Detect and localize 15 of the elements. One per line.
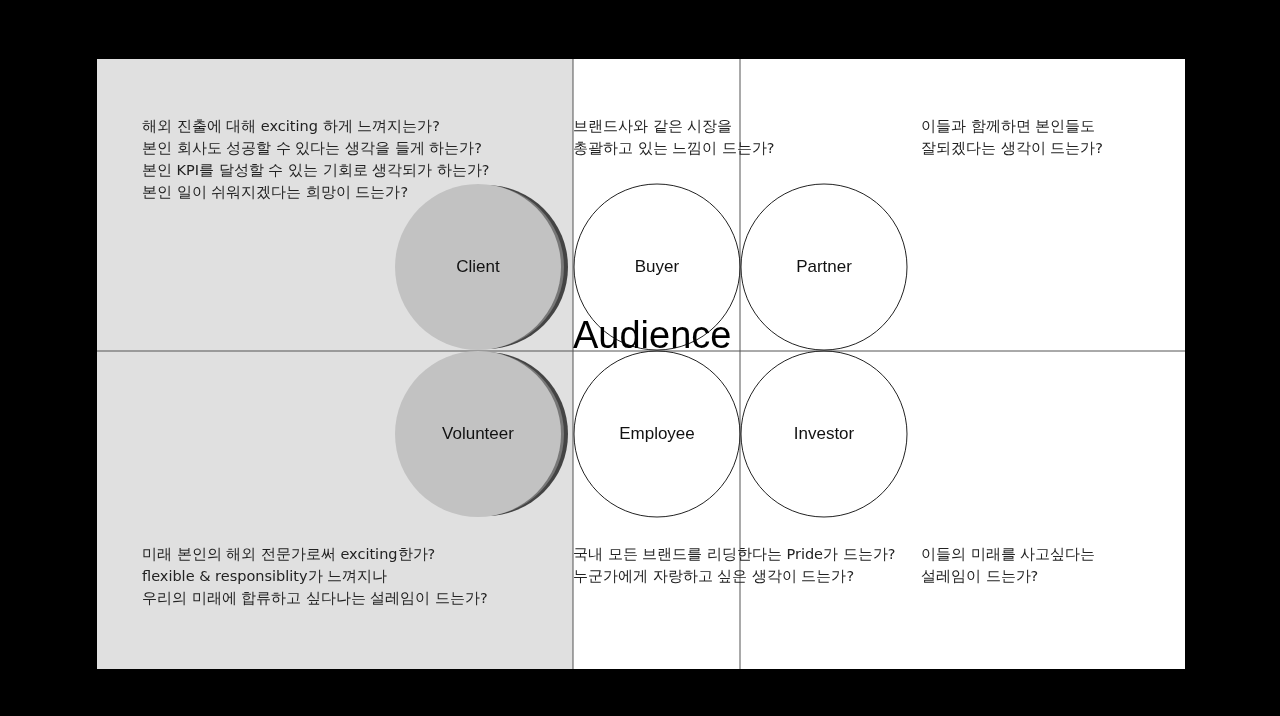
question-text: 본인 일이 쉬워지겠다는 희망이 드는가? — [142, 183, 409, 202]
question-text: 미래 본인의 해외 전문가로써 exciting한가? — [142, 545, 436, 564]
audience-circle: Investor — [740, 350, 908, 518]
question-text: 해외 진출에 대해 exciting 하게 느껴지는가? — [142, 117, 440, 136]
question-text: 국내 모든 브랜드를 리딩한다는 Pride가 드는가? — [573, 545, 896, 564]
question-text: flexible & responsiblity가 느껴지나 — [142, 567, 388, 586]
audience-circle: Employee — [573, 350, 741, 518]
audience-circle: Partner — [740, 183, 908, 351]
question-text: 브랜드사와 같은 시장을 총괄하고 있는 느낌이 드는가? — [573, 117, 776, 158]
question-text: 본인 회사도 성공할 수 있다는 생각을 들게 하는가? — [142, 139, 482, 158]
question-text: 우리의 미래에 합류하고 싶다나는 설레임이 드는가? — [142, 589, 488, 608]
question-text: 누군가에게 자랑하고 싶은 생각이 드는가? — [573, 567, 855, 586]
question-text: 이들과 함께하면 본인들도 잘되겠다는 생각이 드는가? — [921, 117, 1104, 158]
question-text: 본인 KPI를 달성할 수 있는 기회로 생각되가 하는가? — [142, 161, 490, 180]
question-text: 이들의 미래를 사고싶다는 설레임이 드는가? — [921, 545, 1097, 586]
